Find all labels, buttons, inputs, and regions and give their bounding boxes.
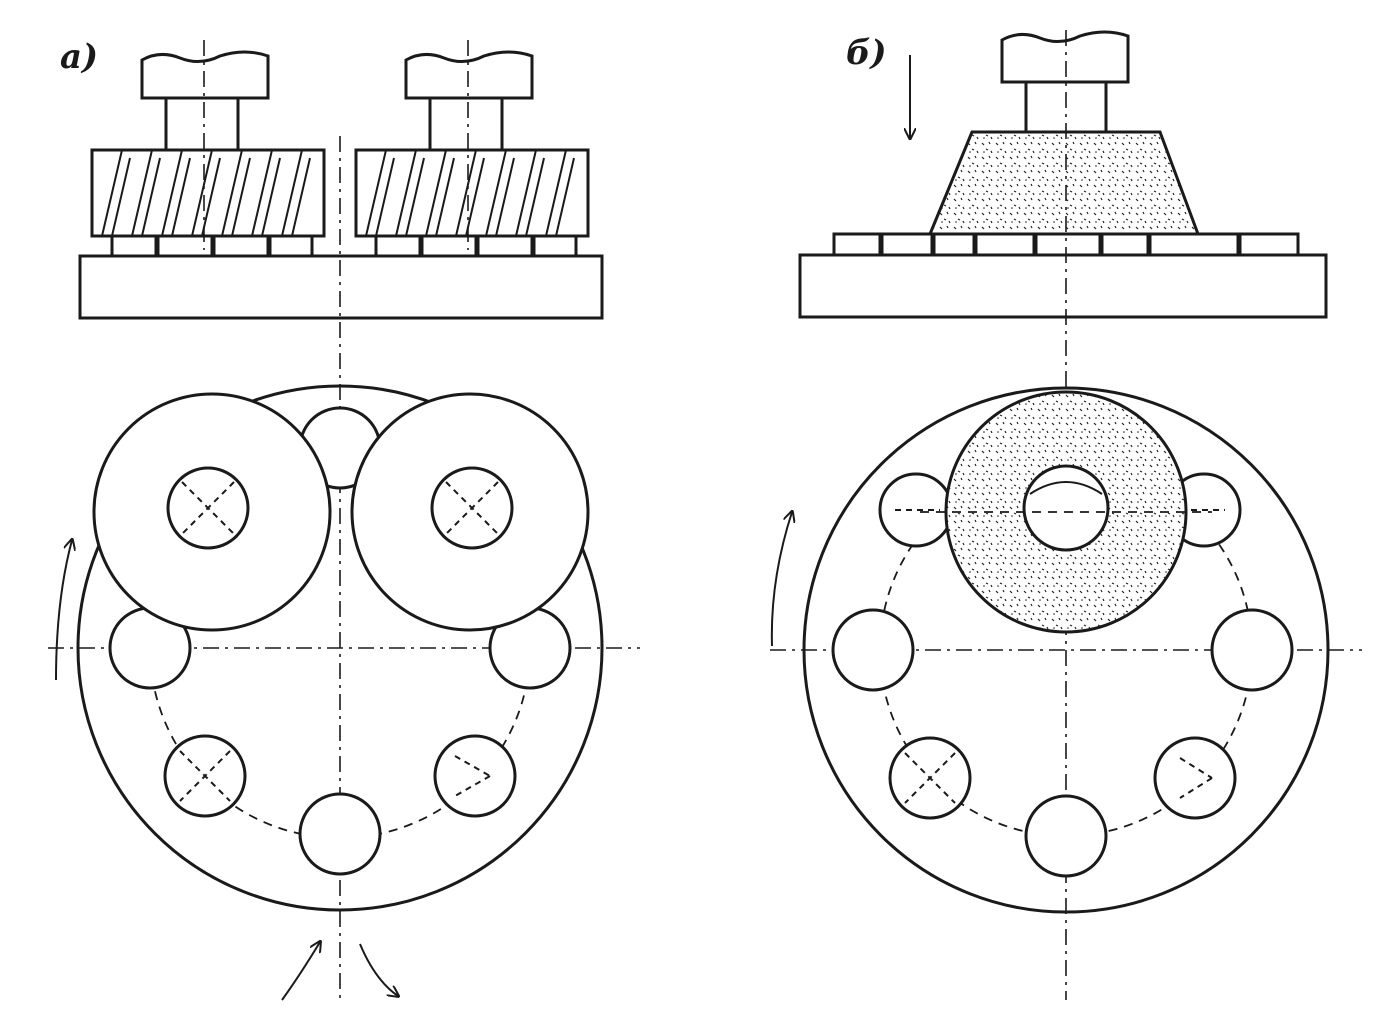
panel-a-cutter-right [354, 40, 590, 250]
panel-a-feed-arrow-in [281, 942, 320, 1001]
panel-a-workpieces [108, 406, 572, 876]
panel-b-supports [832, 232, 1300, 257]
panel-a-workpiece-marks [179, 750, 491, 802]
panel-b-base-plate [798, 253, 1328, 319]
panel-a-feed-arrow-out [359, 943, 398, 996]
panel-b-spindle-head [1000, 30, 1130, 84]
panel-a-rotation-arrow [55, 540, 72, 681]
panel-a-cutter-plan-right [350, 392, 590, 632]
panel-a-cutter-plan-left [92, 392, 332, 632]
panel-b: б) [770, 30, 1362, 1000]
panel-a-cutter-left [90, 40, 326, 250]
panel-a-label: а) [60, 37, 98, 77]
panel-b-rotation-arrow [770, 512, 792, 647]
panel-b-label: б) [846, 33, 887, 73]
panel-a: а) [48, 37, 640, 1001]
panel-b-workpiece-marks [895, 509, 1225, 804]
panel-a-supports [110, 234, 578, 258]
panel-b-grinding-wheel-side [927, 130, 1201, 236]
panel-a-base-plate [78, 254, 604, 320]
panel-b-wheel-bore [1022, 464, 1110, 552]
panel-a-rotary-table [76, 384, 604, 912]
panel-b-bore-detail [1029, 481, 1103, 495]
